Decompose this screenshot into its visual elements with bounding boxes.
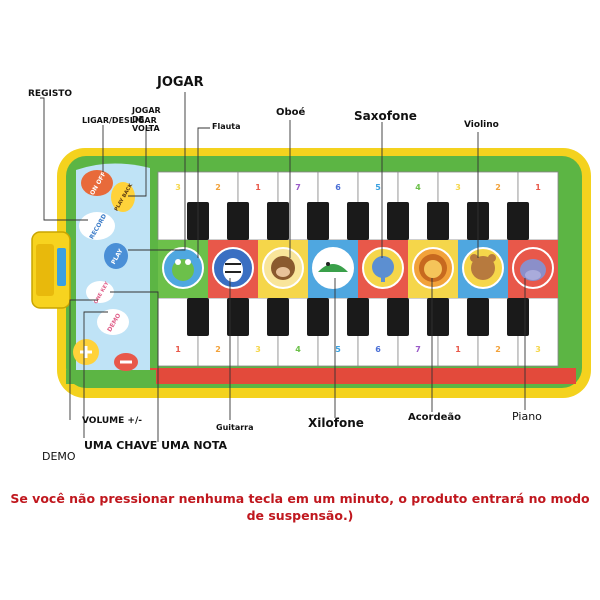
key-number-label: 7 <box>295 183 301 192</box>
black-key[interactable] <box>507 202 529 240</box>
label-demo: DEMO <box>42 450 76 463</box>
one-key-button[interactable]: ONE KEY <box>86 281 114 306</box>
black-key[interactable] <box>427 298 449 336</box>
lion-icon[interactable] <box>412 247 454 289</box>
monkey-icon[interactable] <box>262 247 304 289</box>
black-key[interactable] <box>307 298 329 336</box>
key-number-label: 3 <box>455 183 461 192</box>
key-number-label: 3 <box>175 183 181 192</box>
key-number-label: 1 <box>455 345 461 354</box>
key-number-label: 2 <box>215 345 221 354</box>
key-number-label: 3 <box>535 345 541 354</box>
callout-lines <box>40 92 526 442</box>
key-number-label: 4 <box>415 183 421 192</box>
mat-ground <box>150 368 576 384</box>
sleep-mode-notice: Se você não pressionar nenhuma tecla em … <box>10 491 590 523</box>
crocodile-icon[interactable] <box>312 247 354 289</box>
black-key[interactable] <box>387 202 409 240</box>
black-key[interactable] <box>307 202 329 240</box>
black-key[interactable] <box>227 298 249 336</box>
hippo-icon[interactable] <box>512 247 554 289</box>
label-volume: VOLUME +/- <box>82 416 142 426</box>
key-number-label: 5 <box>335 345 341 354</box>
key-number-label: 2 <box>495 345 501 354</box>
record-button[interactable]: RECORD <box>79 212 115 241</box>
speaker-box <box>31 231 71 309</box>
label-jogar-de-volta: JOGAR DE VOLTA <box>132 106 161 133</box>
black-key[interactable] <box>267 202 289 240</box>
label-piano: Piano <box>512 410 542 423</box>
black-key[interactable] <box>187 298 209 336</box>
black-key[interactable] <box>387 298 409 336</box>
key-number-label: 3 <box>255 345 261 354</box>
black-key[interactable] <box>347 298 369 336</box>
black-key[interactable] <box>467 298 489 336</box>
key-number-label: 6 <box>375 345 381 354</box>
demo-button[interactable]: DEMO <box>97 309 129 335</box>
black-key[interactable] <box>427 202 449 240</box>
on-off-button[interactable]: ON OFF <box>81 170 113 197</box>
key-number-label: 4 <box>295 345 301 354</box>
key-number-label: 7 <box>415 345 421 354</box>
label-flauta: Flauta <box>212 122 241 131</box>
key-number-label: 2 <box>495 183 501 192</box>
label-registo: REGISTO <box>28 89 73 99</box>
label-acordeao: Acordeão <box>408 412 462 423</box>
label-uma-chave: UMA CHAVE UMA NOTA <box>84 439 228 452</box>
lower-keyboard: 1 2 3 4 5 6 7 1 2 3 <box>157 297 559 367</box>
elephant-icon[interactable] <box>362 247 404 289</box>
label-guitarra: Guitarra <box>216 423 254 432</box>
black-key[interactable] <box>347 202 369 240</box>
play-back-button[interactable]: PLAY BACK <box>111 182 135 213</box>
upper-keyboard: 3 2 1 7 6 5 4 3 2 1 <box>157 171 559 241</box>
key-number-label: 6 <box>335 183 341 192</box>
label-ligar-desligar: LIGAR/DESLIGAR <box>82 116 157 125</box>
label-jogar: JOGAR <box>157 75 204 90</box>
label-saxofone: Saxofone <box>354 109 417 123</box>
black-key[interactable] <box>507 298 529 336</box>
zebra-icon[interactable] <box>212 247 254 289</box>
key-number-label: 2 <box>215 183 221 192</box>
key-number-label: 5 <box>375 183 381 192</box>
label-xilofone: Xilofone <box>308 416 364 430</box>
volume-minus-button[interactable] <box>114 353 138 371</box>
play-button[interactable]: PLAY <box>104 243 128 269</box>
frog-icon[interactable] <box>162 247 204 289</box>
bear-icon[interactable] <box>462 247 504 289</box>
key-number-label: 1 <box>535 183 541 192</box>
key-number-label: 1 <box>255 183 261 192</box>
black-key[interactable] <box>267 298 289 336</box>
label-oboe: Oboé <box>276 107 306 118</box>
black-key[interactable] <box>227 202 249 240</box>
label-violino: Violino <box>464 120 499 130</box>
key-number-label: 1 <box>175 345 181 354</box>
volume-plus-button[interactable] <box>73 339 99 365</box>
